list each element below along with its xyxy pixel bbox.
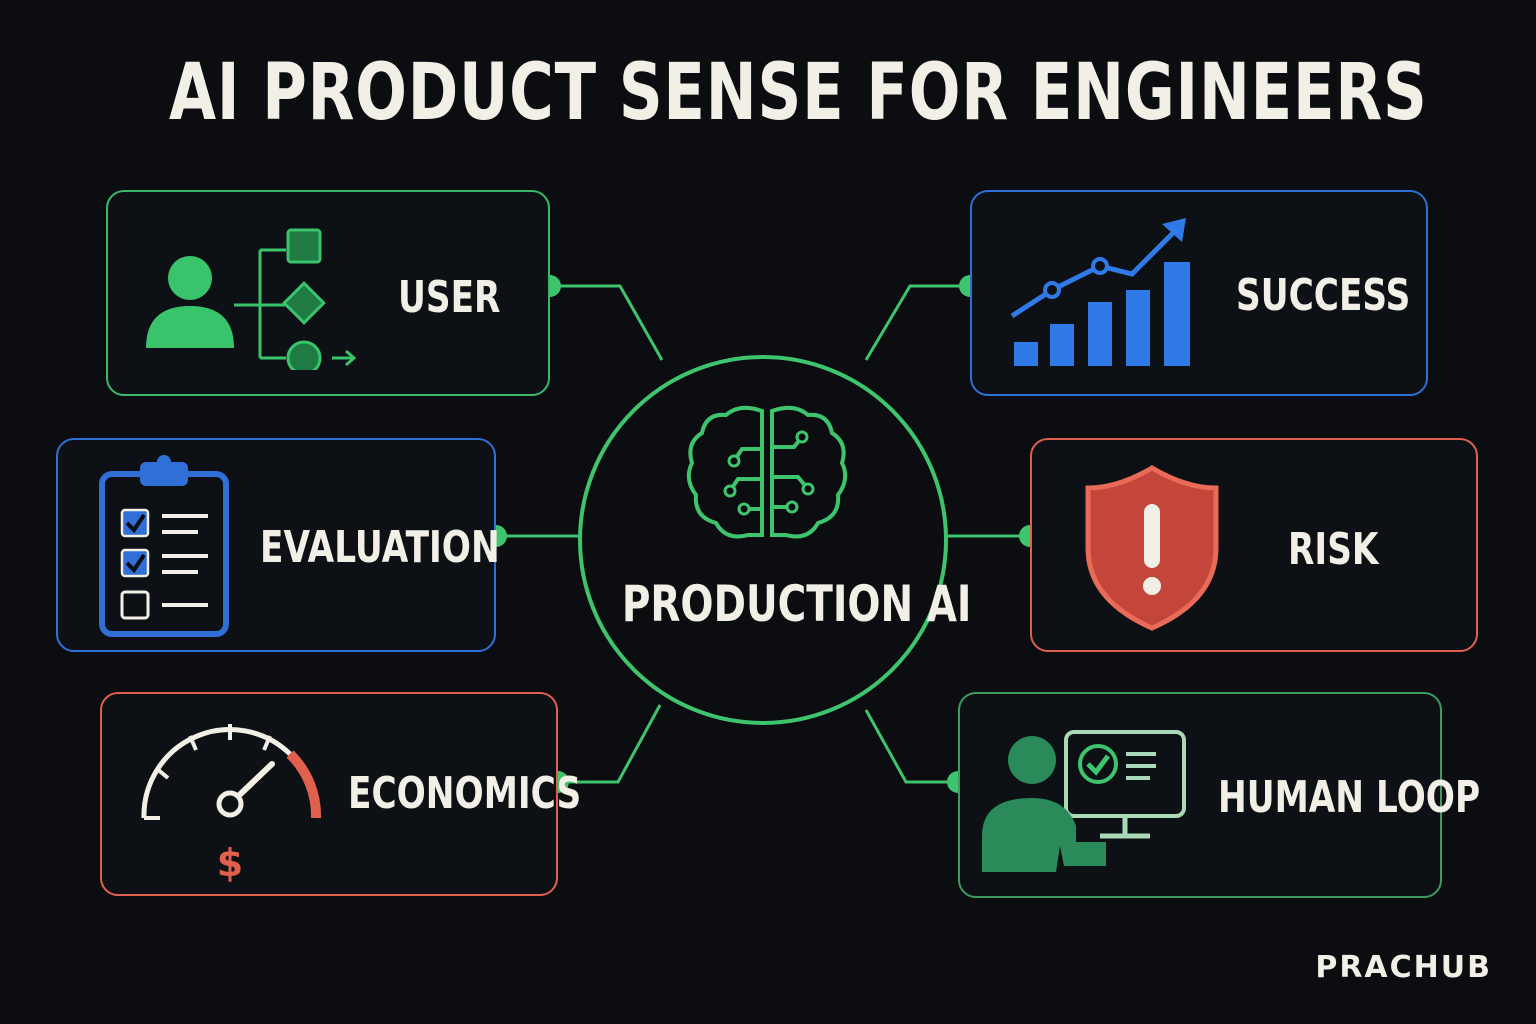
user-label: USER bbox=[398, 272, 501, 323]
economics-card: $ ECONOMICS bbox=[100, 692, 581, 896]
risk-card: RISK bbox=[1030, 438, 1478, 652]
success-label: SUCCESS bbox=[1236, 270, 1411, 321]
evaluation-label: EVALUATION bbox=[260, 522, 500, 573]
connector-economics bbox=[558, 704, 662, 784]
bar-chart-trend-icon bbox=[1010, 218, 1190, 366]
connector-success bbox=[864, 284, 970, 361]
page-title: AI PRODUCT SENSE FOR ENGINEERS bbox=[168, 48, 1428, 138]
checklist-clipboard-icon bbox=[99, 455, 229, 637]
person-monitor-check-icon bbox=[982, 730, 1186, 872]
human-loop-label: HUMAN LOOP bbox=[1218, 772, 1481, 823]
user-flow-icon bbox=[146, 228, 357, 370]
economics-label: ECONOMICS bbox=[348, 768, 582, 819]
brand-logo: PRACHUB bbox=[1315, 950, 1492, 985]
user-card: USER bbox=[106, 190, 550, 396]
svg-text:$: $ bbox=[217, 841, 243, 885]
connector-user bbox=[550, 284, 664, 361]
warning-shield-icon bbox=[1085, 465, 1219, 631]
risk-label: RISK bbox=[1288, 524, 1379, 575]
human-loop-card: HUMAN LOOP bbox=[958, 692, 1480, 898]
success-card: SUCCESS bbox=[970, 190, 1428, 396]
gauge-dollar-icon: $ bbox=[141, 724, 322, 885]
evaluation-card: EVALUATION bbox=[56, 438, 500, 652]
hub-label: PRODUCTION AI bbox=[621, 575, 972, 633]
connector-human-loop bbox=[864, 709, 958, 784]
brain-circuit-icon bbox=[686, 405, 848, 539]
production-ai-hub: PRODUCTION AI bbox=[578, 355, 972, 725]
